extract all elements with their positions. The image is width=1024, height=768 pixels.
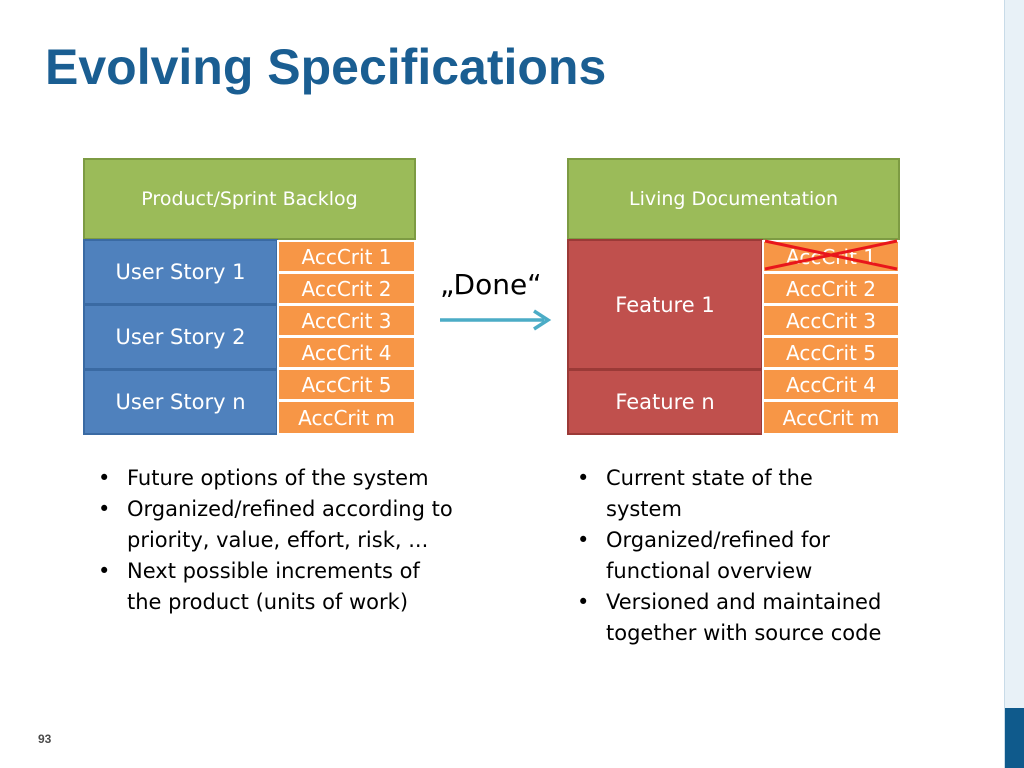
user-story-2: User Story 2	[83, 304, 278, 370]
right-rail	[1005, 0, 1024, 768]
right-acccrit-m: AccCrit m	[762, 400, 900, 435]
left-acccrit-1: AccCrit 1	[277, 240, 416, 273]
bullet-item: Organized/refined according to priority,…	[96, 494, 476, 556]
done-arrow-icon	[440, 309, 552, 331]
bullet-item: Next possible increments of the product …	[96, 556, 427, 618]
right-acccrit-5: AccCrit 5	[762, 336, 900, 369]
bullet-item: Versioned and maintained together with s…	[575, 587, 895, 649]
left-acccrit-5: AccCrit 5	[277, 368, 416, 401]
bullet-item: Future options of the system	[96, 463, 476, 494]
left-acccrit-2: AccCrit 2	[277, 272, 416, 305]
right-rail-divider	[1004, 0, 1005, 768]
right-acccrit-3: AccCrit 3	[762, 304, 900, 337]
user-story-n: User Story n	[83, 369, 278, 435]
page-number: 93	[38, 732, 52, 746]
bullet-item: Current state of the system	[575, 463, 895, 525]
left-acccrit-3: AccCrit 3	[277, 304, 416, 337]
strikethrough-cross-icon	[764, 239, 898, 271]
feature-n: Feature n	[567, 369, 763, 435]
right-acccrit-4: AccCrit 4	[762, 368, 900, 401]
slide-title: Evolving Specifications	[45, 39, 607, 95]
left-acccrit-m: AccCrit m	[277, 400, 416, 435]
bullet-item: Organized/refined for functional overvie…	[575, 525, 856, 587]
rail-tab	[1005, 708, 1024, 768]
right-acccrit-2: AccCrit 2	[762, 272, 900, 305]
living-doc-bullet-list: Current state of the system Organized/re…	[575, 463, 895, 649]
user-story-1: User Story 1	[83, 239, 278, 305]
backlog-bullet-list: Future options of the system Organized/r…	[96, 463, 476, 618]
left-acccrit-4: AccCrit 4	[277, 336, 416, 369]
feature-1: Feature 1	[567, 239, 763, 370]
done-label: „Done“	[440, 268, 542, 301]
backlog-header: Product/Sprint Backlog	[83, 158, 416, 240]
living-doc-header: Living Documentation	[567, 158, 900, 240]
